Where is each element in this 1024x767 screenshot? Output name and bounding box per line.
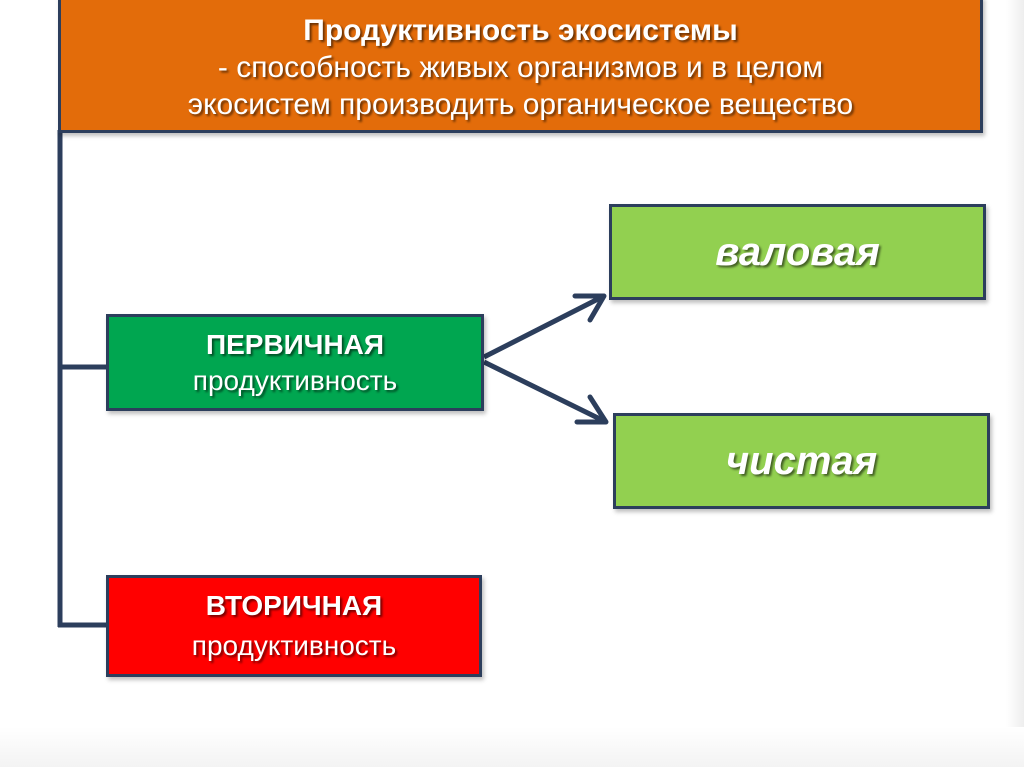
arrow-to-net-line	[482, 359, 604, 423]
secondary-subheading: продуктивность	[191, 630, 397, 661]
ecosystem-productivity-title-box: Продуктивность экосистемы - способность …	[58, 0, 983, 133]
slide-bottom-edge	[0, 727, 1024, 767]
arrow-to-gross-head	[572, 293, 607, 323]
gross-productivity-box: валовая	[609, 204, 986, 300]
slide-right-edge	[1006, 0, 1024, 767]
primary-subheading: продуктивность	[192, 364, 398, 396]
gross-label: валовая	[715, 229, 880, 274]
net-label: чистая	[725, 438, 878, 483]
title-line-1: Продуктивность экосистемы	[303, 14, 738, 47]
secondary-heading: ВТОРИЧНАЯ	[205, 590, 383, 621]
primary-heading: ПЕРВИЧНАЯ	[205, 328, 385, 360]
arrow-to-gross-line	[482, 295, 602, 360]
net-productivity-box: чистая	[613, 413, 990, 509]
primary-productivity-box: ПЕРВИЧНАЯ продуктивность	[106, 314, 484, 411]
title-line-3: экосистем производить органическое вещес…	[187, 88, 854, 121]
arrow-to-net-head	[574, 394, 609, 425]
title-line-2: - способность живых организмов и в целом	[217, 51, 824, 84]
secondary-productivity-box: ВТОРИЧНАЯ продуктивность	[106, 575, 482, 677]
